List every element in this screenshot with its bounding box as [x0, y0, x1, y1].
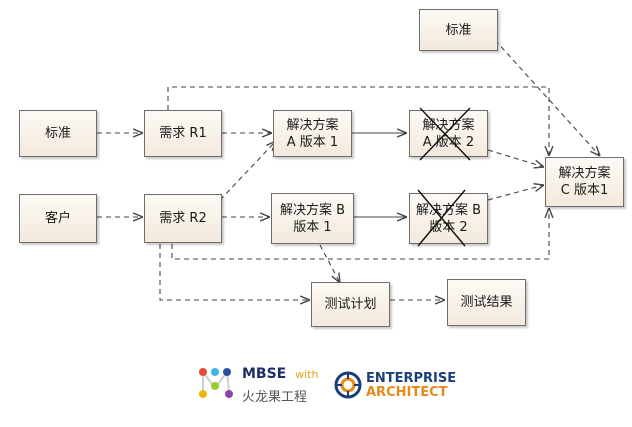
node-test-result: 测试结果 — [447, 279, 526, 326]
enterprise-architect-logo-icon — [334, 371, 362, 399]
node-standard: 标准 — [19, 110, 97, 157]
node-label: 解决方案 A 版本 2 — [422, 117, 475, 150]
edge-r2-to-c1 — [171, 208, 549, 260]
node-label: 需求 R2 — [159, 211, 207, 226]
node-label: 解决方案 A 版本 1 — [286, 117, 339, 150]
node-requirement-r1: 需求 R1 — [144, 110, 222, 157]
node-test-plan: 测试计划 — [311, 282, 390, 327]
mbse-text: MBSE — [242, 366, 287, 382]
ea-line1: ENTERPRISE — [366, 371, 457, 386]
edge-r1-to-c1 — [167, 86, 549, 156]
node-solution-a2: 解决方案 A 版本 2 — [409, 110, 488, 157]
node-standard-top: 标准 — [419, 9, 498, 51]
node-requirement-r2: 需求 R2 — [144, 194, 222, 243]
node-customer: 客户 — [19, 194, 97, 243]
mbse-logo-icon — [199, 368, 233, 398]
edge-b2-to-c1 — [487, 185, 544, 201]
node-label: 解决方案 C 版本1 — [558, 166, 611, 198]
mbse-label: MBSE with — [242, 366, 318, 382]
node-solution-a1: 解决方案 A 版本 1 — [273, 110, 352, 157]
node-label: 客户 — [44, 211, 71, 226]
node-label: 需求 R1 — [159, 126, 207, 141]
edge-b1-to-test-plan — [319, 244, 340, 283]
node-label: 测试计划 — [324, 297, 377, 312]
node-solution-b1: 解决方案 B 版本 1 — [271, 193, 354, 244]
node-label: 测试结果 — [460, 295, 513, 310]
edge-standard-top-to-c1 — [494, 39, 600, 156]
node-label: 解决方案 B 版本 1 — [279, 202, 346, 235]
ea-line2: ARCHITECT — [366, 385, 448, 400]
node-label: 标准 — [445, 22, 472, 38]
node-solution-b2: 解决方案 B 版本 2 — [409, 193, 488, 244]
with-text: with — [295, 368, 319, 381]
edge-a2-to-c1 — [487, 149, 544, 167]
ea-title: ENTERPRISE ARCHITECT — [366, 372, 456, 400]
node-solution-c1: 解决方案 C 版本1 — [545, 157, 624, 207]
node-label: 解决方案 B 版本 2 — [415, 202, 482, 235]
mbse-subtitle: 火龙果工程 — [242, 390, 308, 405]
edge-r2-to-test-plan — [159, 244, 310, 300]
node-label: 标准 — [44, 126, 71, 141]
edge-r2-to-a1 — [219, 141, 276, 201]
